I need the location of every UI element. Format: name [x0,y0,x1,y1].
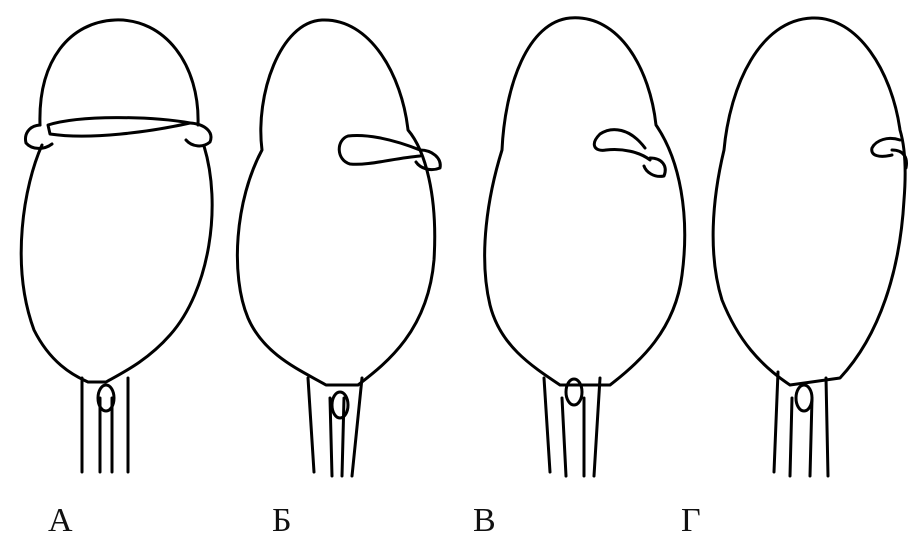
panel-a-drawing [21,20,212,472]
panel-a-hand-right [186,123,211,146]
panel-a-body [21,145,212,382]
panel-a-head [40,20,198,125]
panel-label-a: А [48,504,73,538]
panel-label-v: В [473,504,496,538]
panel-b-neck-left [308,378,332,476]
panel-v-drawing [485,18,685,476]
panel-v-outline [485,18,685,385]
panel-v-arm [594,130,650,160]
panel-g-drawing [713,18,906,476]
panel-b-drawing [237,20,440,476]
panel-g-node [796,385,812,411]
panel-b-hand-right [416,150,440,170]
panel-b-node [332,392,348,418]
panel-g-neck-left [774,372,792,476]
panel-v-neck-right [584,378,600,476]
panel-a-band [48,118,190,136]
panel-b-arm [339,136,420,165]
panel-v-node [566,379,582,405]
panel-label-b: Б [272,504,292,538]
panel-v-hand-right [644,158,665,176]
panel-label-g: Г [681,504,701,538]
panel-g-outline [713,18,905,385]
panel-g-arm [872,138,900,156]
panel-b-outline [237,20,434,385]
panel-v-neck-left [544,378,566,476]
